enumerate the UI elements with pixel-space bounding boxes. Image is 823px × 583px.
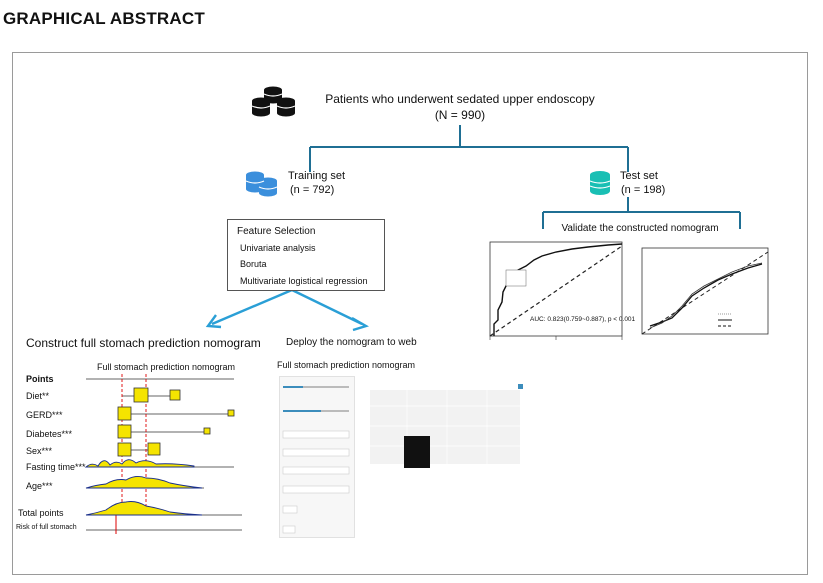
feature-selection-item: Univariate analysis xyxy=(240,243,316,253)
database-icon xyxy=(245,171,278,197)
feature-selection-item: Boruta xyxy=(240,259,267,269)
feature-selection-box xyxy=(227,219,385,291)
roc-curve-plot xyxy=(489,241,623,340)
nomogram-row-label: Diet** xyxy=(26,391,50,401)
nomogram-total-points: Total points xyxy=(18,508,64,518)
coin-stack-icon xyxy=(251,86,296,117)
training-label: Training set xyxy=(288,170,346,182)
web-sidebar-controls xyxy=(282,386,350,534)
abstract-frame xyxy=(12,52,808,575)
feature-selection-title: Feature Selection xyxy=(237,226,316,237)
calibration-plot xyxy=(641,247,769,335)
validate-title: Validate the constructed nomogram xyxy=(561,223,719,234)
nomogram-row-label: Points xyxy=(26,374,54,384)
nomogram-row-label: Sex*** xyxy=(26,446,53,456)
nomogram-row-label: Age*** xyxy=(26,481,53,491)
nomogram-row-label: Diabetes*** xyxy=(26,429,73,439)
nomogram-graphic xyxy=(84,374,242,534)
web-result-panel xyxy=(362,376,524,468)
nomogram-row-label: Fasting time*** xyxy=(26,462,86,472)
nomogram-risk-label: Risk of full stomach xyxy=(16,524,77,531)
page-heading: GRAPHICAL ABSTRACT xyxy=(3,9,205,28)
cohort-n: (N = 990) xyxy=(434,108,486,122)
training-n: (n = 792) xyxy=(290,184,335,196)
nomogram-row-label: GERD*** xyxy=(26,410,63,420)
nomogram-title: Full stomach prediction nomogram xyxy=(97,362,236,372)
cohort-title: Patients who underwent sedated upper end… xyxy=(325,92,595,106)
auc-label: AUC: 0.823(0.759~0.887), p < 0.001 xyxy=(530,316,636,323)
deploy-title: Deploy the nomogram to web xyxy=(286,337,417,348)
feature-selection-item: Multivariate logistical regression xyxy=(240,276,368,286)
test-n: (n = 198) xyxy=(621,184,666,196)
construct-title: Construct full stomach prediction nomogr… xyxy=(26,336,261,350)
arrow-left xyxy=(211,288,293,326)
test-label: Test set xyxy=(620,170,658,182)
database-icon xyxy=(589,171,611,195)
arrow-right xyxy=(291,288,363,326)
web-title: Full stomach prediction nomogram xyxy=(277,360,416,370)
